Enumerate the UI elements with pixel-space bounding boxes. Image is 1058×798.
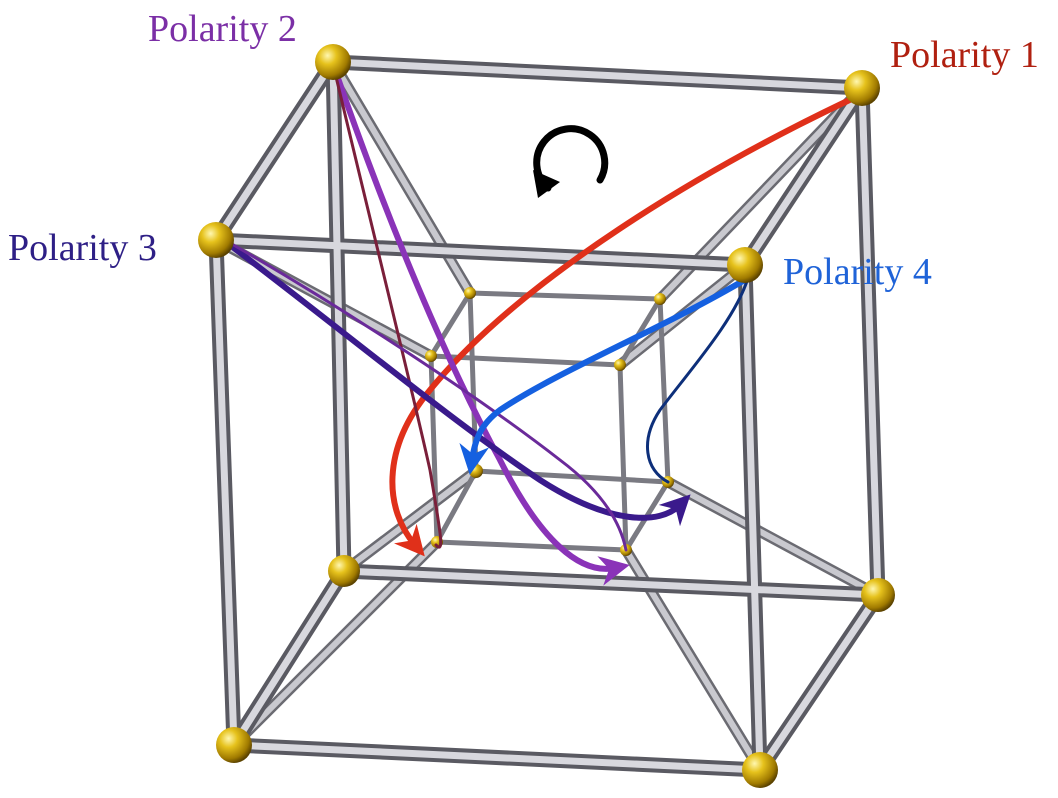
polarity-4-label: Polarity 4 (783, 251, 932, 293)
inner-vertex (425, 350, 437, 362)
outer-vertex (742, 752, 778, 788)
polarity-3-curve (215, 233, 691, 527)
polarity-curves (215, 61, 863, 586)
tesseract-rods (208, 54, 886, 778)
inner-vertex (614, 359, 626, 371)
outer-vertex (315, 44, 351, 80)
polarity-1-label: Polarity 1 (890, 34, 1039, 76)
polarity-2-curve (330, 61, 630, 586)
outer-vertex (844, 70, 880, 106)
inner-cube (428, 290, 671, 553)
outer-vertex (328, 555, 360, 587)
polarity-2-label: Polarity 2 (148, 8, 297, 50)
outer-vertex (727, 247, 763, 283)
outer-vertex (198, 222, 234, 258)
outer-vertices (198, 44, 895, 788)
inner-vertex (464, 287, 476, 299)
polarity-2-thin-curve (331, 62, 443, 549)
outer-vertex (861, 578, 895, 612)
clockwise-rotation-icon (533, 125, 609, 198)
polarity-4-thin-curve (646, 276, 750, 484)
polarity-1-curve (389, 92, 863, 557)
inner-vertex (654, 293, 666, 305)
outer-vertex (216, 727, 252, 763)
polarity-4-curve (459, 275, 751, 475)
polarity-3-thin-curve (216, 234, 628, 552)
inner-vertex (469, 464, 483, 478)
polarity-3-label: Polarity 3 (8, 227, 157, 269)
